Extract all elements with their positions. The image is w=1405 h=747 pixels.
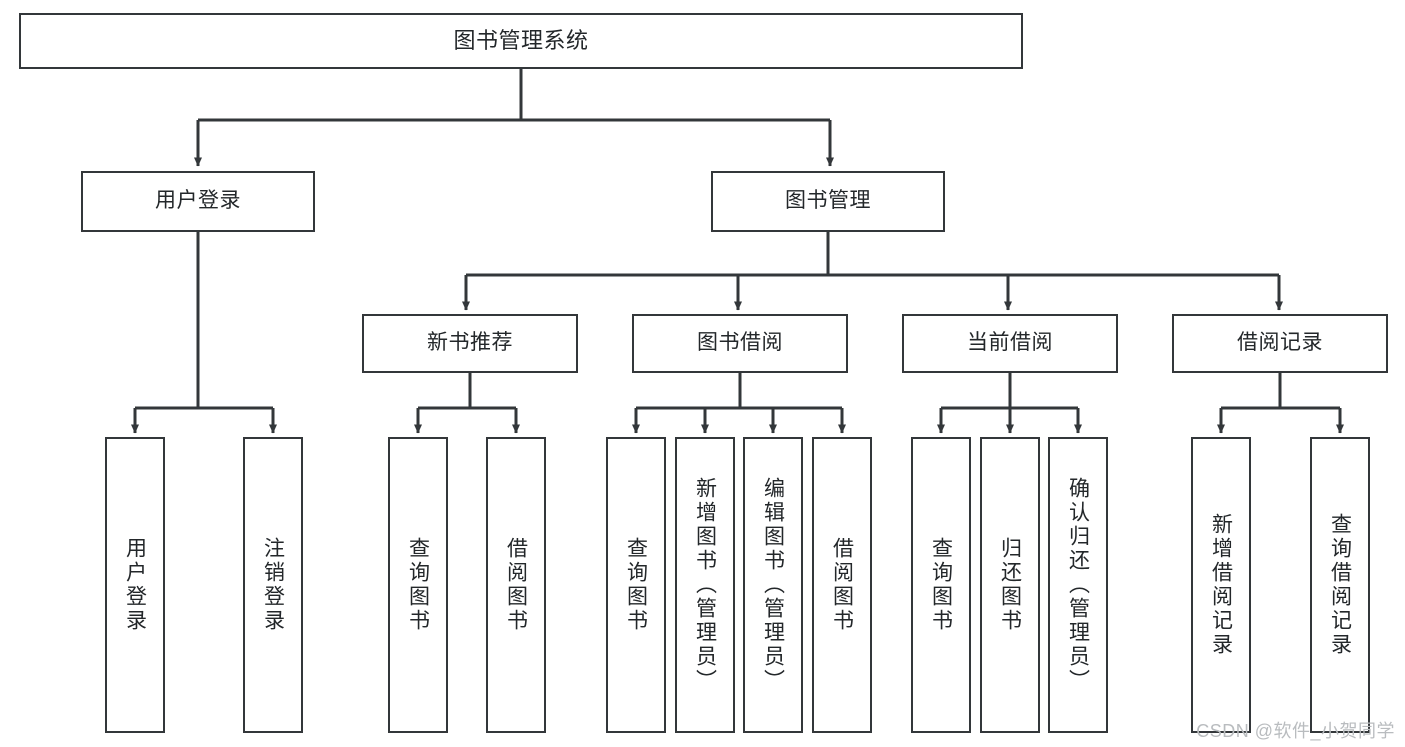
node-leaf-borrow-book-1[interactable]: 借阅图书	[486, 437, 546, 733]
node-leaf-query-record[interactable]: 查询借阅记录	[1310, 437, 1370, 733]
node-leaf-edit-book[interactable]: 编辑图书（管理员）	[743, 437, 803, 733]
node-current-borrow-label: 当前借阅	[967, 331, 1053, 355]
node-leaf-query-book-3[interactable]: 查询图书	[911, 437, 971, 733]
node-leaf-return-book[interactable]: 归还图书	[980, 437, 1040, 733]
node-leaf-query-book-1-label: 查询图书	[406, 537, 430, 633]
node-root-label: 图书管理系统	[453, 28, 589, 54]
node-leaf-edit-book-label: 编辑图书（管理员）	[761, 477, 785, 693]
node-user-login-label: 用户登录	[155, 189, 241, 213]
node-leaf-add-record[interactable]: 新增借阅记录	[1191, 437, 1251, 733]
node-leaf-add-book[interactable]: 新增图书（管理员）	[675, 437, 735, 733]
node-book-manage-label: 图书管理	[785, 189, 871, 213]
node-leaf-return-book-label: 归还图书	[998, 537, 1022, 633]
node-book-borrow[interactable]: 图书借阅	[632, 314, 848, 373]
node-current-borrow[interactable]: 当前借阅	[902, 314, 1118, 373]
node-leaf-confirm-return[interactable]: 确认归还（管理员）	[1048, 437, 1108, 733]
node-user-login[interactable]: 用户登录	[81, 171, 315, 232]
node-leaf-borrow-book-2[interactable]: 借阅图书	[812, 437, 872, 733]
node-leaf-query-book-2-label: 查询图书	[624, 537, 648, 633]
node-book-manage[interactable]: 图书管理	[711, 171, 945, 232]
node-new-book-recommend[interactable]: 新书推荐	[362, 314, 578, 373]
node-book-borrow-label: 图书借阅	[697, 331, 783, 355]
node-leaf-user-logout-label: 注销登录	[261, 537, 285, 633]
node-leaf-query-book-1[interactable]: 查询图书	[388, 437, 448, 733]
node-leaf-user-login[interactable]: 用户登录	[105, 437, 165, 733]
node-leaf-user-logout[interactable]: 注销登录	[243, 437, 303, 733]
node-new-book-recommend-label: 新书推荐	[427, 331, 513, 355]
node-leaf-confirm-return-label: 确认归还（管理员）	[1066, 477, 1090, 693]
node-leaf-borrow-book-1-label: 借阅图书	[504, 537, 528, 633]
node-leaf-add-book-label: 新增图书（管理员）	[693, 477, 717, 693]
node-borrow-record-label: 借阅记录	[1237, 331, 1323, 355]
node-leaf-add-record-label: 新增借阅记录	[1209, 513, 1233, 657]
node-root[interactable]: 图书管理系统	[19, 13, 1023, 69]
node-leaf-query-book-2[interactable]: 查询图书	[606, 437, 666, 733]
node-leaf-query-record-label: 查询借阅记录	[1328, 513, 1352, 657]
node-leaf-borrow-book-2-label: 借阅图书	[830, 537, 854, 633]
node-leaf-user-login-label: 用户登录	[123, 537, 147, 633]
node-leaf-query-book-3-label: 查询图书	[929, 537, 953, 633]
node-borrow-record[interactable]: 借阅记录	[1172, 314, 1388, 373]
